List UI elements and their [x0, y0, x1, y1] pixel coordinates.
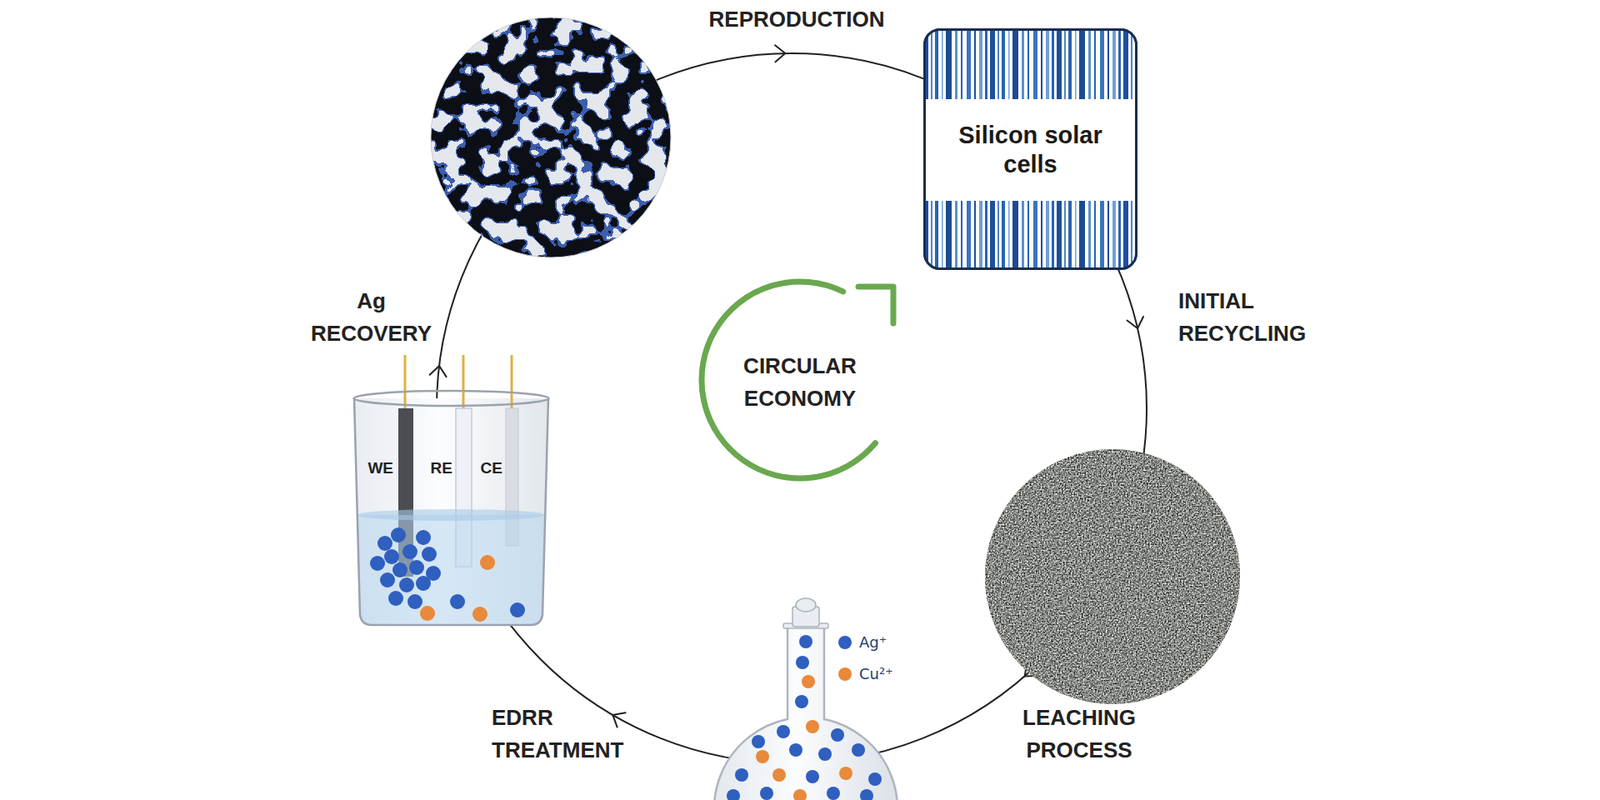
label-band: Silicon solar cells: [925, 99, 1135, 201]
volumetric-flask: [714, 598, 898, 800]
ag-ion: [370, 555, 385, 571]
ag-ion: [751, 735, 765, 749]
beaker-rim: [354, 390, 550, 406]
ag-ion: [851, 743, 865, 757]
ag-ion: [818, 747, 832, 761]
electrolyte-surface: [357, 509, 546, 521]
legend-swatch: [838, 635, 852, 650]
ag-ion: [377, 535, 393, 551]
cu-ion: [839, 766, 853, 780]
solar-cell-stripes: [923, 28, 1138, 270]
gold-wire: [462, 355, 465, 409]
center-caption: CIRCULAR ECONOMY: [743, 350, 857, 415]
gold-wire: [510, 355, 514, 409]
ag-ion: [407, 594, 423, 610]
powder-speckle: [985, 449, 1240, 705]
circular-arrow-head: [858, 286, 894, 324]
ag-ion: [421, 546, 437, 562]
stage-label: LEACHING PROCESS: [1022, 701, 1136, 767]
ag-ion: [776, 725, 790, 739]
arrow-chevron: [1127, 316, 1146, 330]
stopper-knob: [795, 598, 816, 612]
ag-ion: [805, 770, 820, 784]
ag-ion: [789, 743, 803, 757]
circular-arrow: [701, 281, 894, 479]
beaker-backing: [354, 398, 549, 625]
cu-ion: [755, 750, 770, 764]
ag-ion: [388, 590, 404, 606]
ag-ion: [415, 530, 431, 545]
cu-ion: [480, 555, 495, 570]
cu-ion: [801, 675, 815, 689]
ag-ion: [390, 527, 406, 543]
foam-texture: [430, 17, 671, 258]
stage-label: INITIAL RECYCLING: [1178, 285, 1306, 350]
stage-label: REPRODUCTION: [709, 3, 885, 36]
ag-ion: [795, 655, 810, 670]
electrode-label: RE: [430, 458, 453, 478]
cu-ion: [772, 768, 786, 782]
foam-outline: [430, 17, 671, 258]
ag-ion: [868, 772, 882, 786]
ag-ion: [860, 789, 874, 800]
electrode-label: WE: [367, 458, 394, 478]
circular-arrow-arc: [701, 281, 875, 479]
gold-wire: [404, 355, 407, 409]
ag-ion: [510, 602, 525, 618]
legend-entry: Ag⁺: [838, 633, 887, 652]
cu-ion: [420, 605, 435, 621]
cu-ion: [805, 720, 820, 734]
ag-ion: [392, 562, 408, 578]
electrolyte: [357, 515, 546, 625]
beaker-glass: [354, 398, 549, 625]
powder-texture: [985, 449, 1240, 705]
electrode-wires: [405, 355, 512, 409]
legend-entry: Cu²⁺: [838, 665, 894, 684]
ag-ion: [415, 575, 431, 591]
ag-ion: [799, 635, 813, 649]
ag-ion: [402, 544, 418, 560]
stage-label: Ag RECOVERY: [310, 285, 432, 350]
ag-ion: [830, 728, 845, 742]
ag-ion: [726, 789, 740, 800]
foam-cells: [430, 17, 671, 258]
ag-ion: [450, 594, 465, 610]
flask-backing: [714, 626, 898, 800]
arrow-chevron: [608, 707, 625, 727]
powder-ground: [985, 449, 1240, 705]
beaker-ions: [370, 527, 525, 622]
arrow-chevron: [430, 365, 448, 377]
ag-ion: [735, 768, 749, 782]
cu-ion: [793, 789, 807, 800]
ag-ion: [760, 786, 774, 800]
beaker-outline: [354, 398, 549, 625]
flask-glass: [714, 626, 898, 800]
legend-text: Cu²⁺: [859, 665, 894, 684]
ag-ion: [795, 695, 809, 709]
node-title: Silicon solar cells: [940, 120, 1120, 180]
silver-foam-photo: [430, 17, 671, 258]
ag-ion: [409, 560, 425, 575]
ag-ion: [380, 572, 395, 588]
stage-label: EDRR TREATMENT: [491, 701, 624, 767]
arrow-chevron: [775, 45, 785, 62]
cu-ion: [472, 606, 488, 622]
silicon-powder-photo: [985, 449, 1240, 705]
foam-rims: [430, 17, 671, 258]
legend-text: Ag⁺: [859, 633, 887, 652]
electrochemical-cell: [354, 355, 550, 625]
electrode-label: CE: [480, 458, 503, 478]
ag-ion: [384, 549, 400, 565]
foam-ground: [430, 17, 671, 258]
legend-swatch: [838, 667, 852, 681]
ag-ion: [826, 786, 840, 800]
flask-ions: [726, 635, 882, 800]
ag-ion: [399, 577, 415, 593]
solar-cell-panel: Silicon solar cells: [923, 28, 1138, 270]
